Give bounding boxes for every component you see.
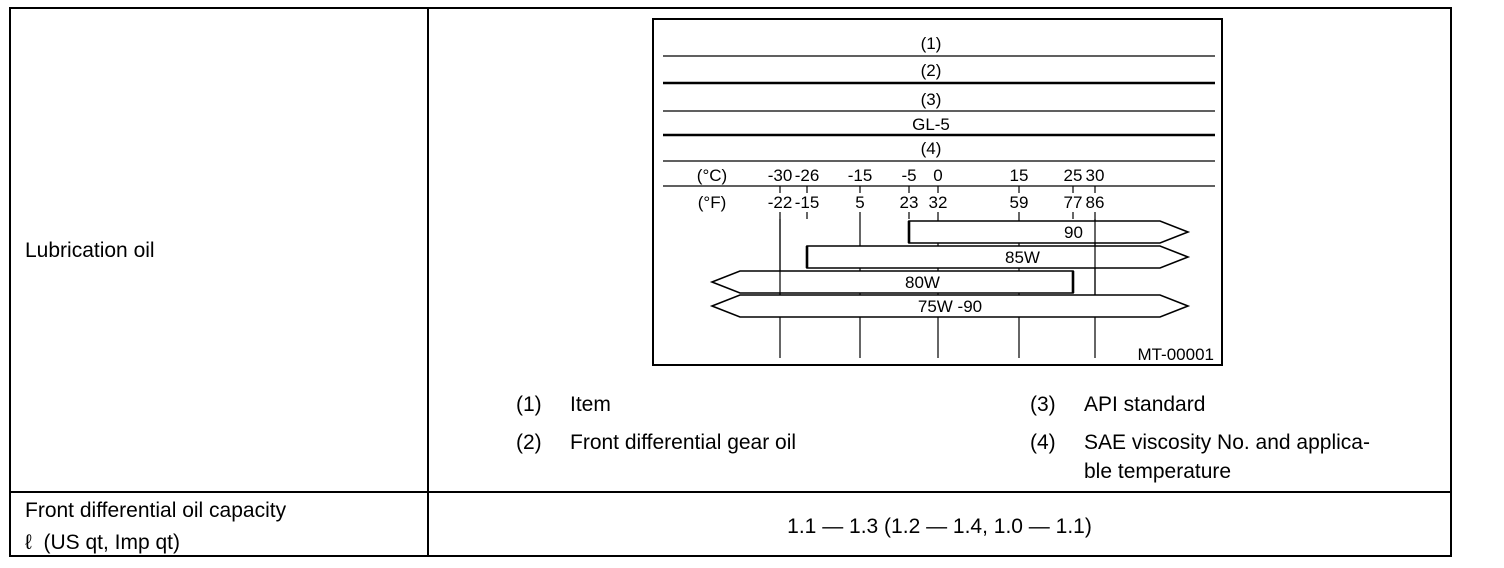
figure-id: MT-00001 [1137, 345, 1214, 364]
fahrenheit-tick-label: 5 [855, 193, 864, 212]
fahrenheit-unit-label: (°F) [698, 193, 727, 212]
fahrenheit-tick-label: -15 [795, 193, 820, 212]
viscosity-bar [709, 294, 1191, 318]
viscosity-diagram: (1) (2) (3) GL-5 (4) (°C) (°F) -30 -22-26… [652, 18, 1223, 366]
legend-num-1: (1) [516, 393, 542, 416]
oil-capacity-label: Front differential oil capacity [25, 499, 287, 522]
celsius-tick-label: 30 [1086, 166, 1105, 185]
row-label-4: (4) [921, 139, 942, 158]
lubrication-oil-label: Lubrication oil [25, 239, 155, 262]
celsius-tick-label: -5 [901, 166, 916, 185]
legend-num-2: (2) [516, 431, 542, 454]
row-label-3: (3) [921, 90, 942, 109]
celsius-unit-label: (°C) [697, 166, 727, 185]
legend-text-api: API standard [1084, 393, 1206, 416]
viscosity-bar-label: 75W -90 [918, 297, 982, 316]
legend-text-gear-oil: Front differential gear oil [570, 431, 797, 454]
legend-num-4: (4) [1030, 431, 1056, 454]
fahrenheit-tick-label: 59 [1010, 193, 1029, 212]
viscosity-bar-label: 90 [1064, 223, 1083, 242]
fahrenheit-tick-label: 86 [1086, 193, 1105, 212]
legend-text-item: Item [570, 393, 611, 416]
row-label-gl5: GL-5 [912, 115, 950, 134]
oil-capacity-units: ℓ (US qt, Imp qt) [25, 531, 180, 554]
fahrenheit-tick-label: -22 [768, 193, 793, 212]
row-label-1: (1) [921, 34, 942, 53]
spec-table: Lubrication oil Front differential oil c… [9, 7, 1452, 557]
celsius-tick-label: -15 [848, 166, 873, 185]
viscosity-chart-svg: (1) (2) (3) GL-5 (4) (°C) (°F) -30 -22-26… [663, 34, 1215, 364]
viscosity-bar [908, 220, 1191, 244]
celsius-tick-label: 25 [1064, 166, 1083, 185]
viscosity-bar-label: 80W [905, 273, 940, 292]
fahrenheit-tick-label: 32 [929, 193, 948, 212]
row-label-2: (2) [921, 61, 942, 80]
celsius-tick-label: -30 [768, 166, 793, 185]
viscosity-bar [709, 270, 1074, 294]
legend-num-3: (3) [1030, 393, 1056, 416]
viscosity-bar-label: 85W [1005, 248, 1040, 267]
legend-text-sae: SAE viscosity No. and applica- [1084, 431, 1370, 454]
celsius-tick-label: -26 [795, 166, 820, 185]
row-divider [11, 491, 1450, 493]
celsius-tick-label: 0 [933, 166, 942, 185]
fahrenheit-tick-label: 23 [900, 193, 919, 212]
oil-capacity-value: 1.1 — 1.3 (1.2 — 1.4, 1.0 — 1.1) [787, 515, 1092, 538]
column-divider [427, 9, 429, 555]
bar-layer: 90 85W 80W 75W -90 [709, 219, 1191, 318]
fahrenheit-tick-label: 77 [1064, 193, 1083, 212]
celsius-tick-label: 15 [1010, 166, 1029, 185]
viscosity-bar [806, 245, 1191, 269]
legend-text-sae-cont: ble temperature [1084, 460, 1232, 483]
